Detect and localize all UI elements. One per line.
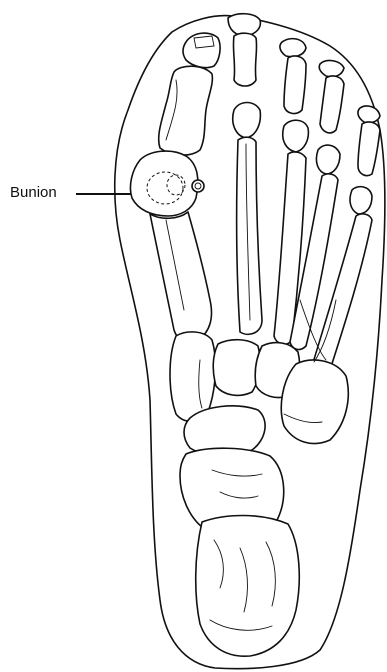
bunion-label: Bunion [10,184,57,202]
first-metatarsal-head [130,151,197,216]
intermediate-cuneiform [213,340,260,396]
medial-cuneiform [170,332,215,421]
bunion-leader-line [76,193,131,195]
hallux-distal-phalanx [183,33,220,68]
sesamoid-bone [192,180,204,192]
cuboid [281,360,348,444]
